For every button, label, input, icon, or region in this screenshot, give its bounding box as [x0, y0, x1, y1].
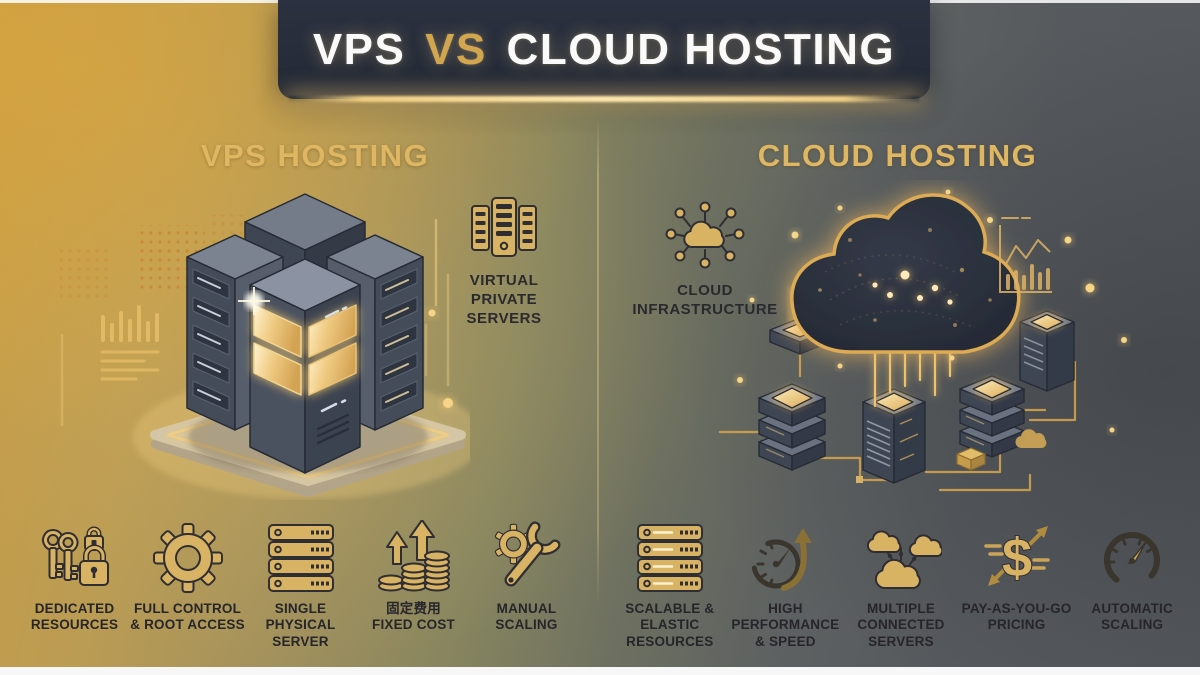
dollar-arrows-icon: $: [983, 526, 1050, 589]
server-rack-icon: [267, 524, 334, 592]
title-vps: VPS: [312, 24, 406, 74]
feature-label: SCALABLE & ELASTIC RESOURCES: [625, 601, 715, 649]
feature-scalable-resources: SCALABLE & ELASTIC RESOURCES: [612, 510, 728, 650]
feature-automatic-scaling: AUTOMATIC SCALING: [1074, 510, 1190, 650]
banner-underline-glow: [288, 96, 920, 102]
feature-label: DEDICATED RESOURCES: [30, 601, 119, 633]
coins-growth-icon: [377, 520, 450, 592]
cloud-infrastructure-illustration: [718, 189, 1127, 492]
feature-dedicated-resources: DEDICATED RESOURCES: [18, 510, 131, 650]
vps-server-illustration: [60, 193, 470, 499]
glint-star: [238, 287, 270, 315]
feature-manual-scaling: MANUAL SCALING: [470, 510, 583, 650]
feature-connected-servers: MULTIPLE CONNECTED SERVERS: [843, 510, 959, 650]
cloud-texture: [818, 228, 992, 329]
gauge-icon: [1104, 532, 1161, 588]
server-tower-center: [249, 258, 361, 474]
gold-cube: [956, 447, 986, 471]
feature-label: 固定费用 FIXED COST: [372, 601, 456, 633]
page-title: VPS VS CLOUD HOSTING: [313, 25, 895, 75]
mini-bar-chart-decoration: [101, 305, 159, 342]
cloud-callout: CLOUD INFRASTRUCTURE: [630, 196, 780, 320]
gold-cloud-small: [1015, 429, 1047, 449]
text-lines-decoration: [100, 350, 160, 381]
speedometer-arrow-icon: [751, 528, 813, 591]
title-banner: VPS VS CLOUD HOSTING: [278, 0, 930, 99]
server-rack-icon: [636, 524, 703, 592]
connected-clouds-icon: [866, 530, 942, 589]
server-stack-right: [959, 375, 1025, 458]
title-vs: VS: [425, 24, 487, 74]
chart-decoration: [999, 217, 1052, 293]
feature-label: HIGH PERFORMANCE & SPEED: [731, 601, 840, 649]
feature-label: FULL CONTROL & ROOT ACCESS: [130, 601, 245, 633]
section-divider: [597, 118, 599, 604]
dollar-glyph: $: [1002, 528, 1032, 588]
cloud-section-title: CLOUD HOSTING: [757, 138, 1038, 173]
server-stack-left: [758, 383, 826, 471]
feature-payg-pricing: $ PAY-AS-YOU-GO PRICING: [959, 510, 1075, 650]
feature-label: MANUAL SCALING: [495, 601, 558, 633]
feature-label: SINGLE PHYSICAL SERVER: [265, 601, 336, 649]
vps-servers-icon: [471, 197, 537, 257]
title-cloud-hosting: CLOUD HOSTING: [506, 24, 896, 74]
server-tower-tall-right: [1019, 310, 1075, 392]
vps-feature-row: DEDICATED RESOURCES: [18, 510, 583, 650]
glow-dots: [737, 189, 1127, 433]
vps-callout: VIRTUAL PRIVATE SERVERS: [448, 192, 560, 328]
cloud-feature-row: SCALABLE & ELASTIC RESOURCES HIGH P: [612, 510, 1190, 650]
gear-icon: [152, 523, 223, 593]
feature-label: PAY-AS-YOU-GO PRICING: [961, 601, 1072, 633]
feature-high-performance: HIGH PERFORMANCE & SPEED: [728, 510, 844, 650]
gear-wrench-icon: [494, 521, 560, 587]
feature-label: AUTOMATIC SCALING: [1091, 601, 1173, 633]
bottom-edge-strip: [0, 667, 1200, 675]
server-tower-tall-center: [862, 388, 926, 484]
cloud-callout-label: CLOUD INFRASTRUCTURE: [632, 282, 778, 318]
vps-callout-label: VIRTUAL PRIVATE SERVERS: [466, 272, 542, 327]
feature-fixed-cost: 固定费用 FIXED COST: [357, 510, 470, 650]
keys-padlock-icon: [41, 526, 109, 586]
cloud-network-icon: [665, 201, 745, 269]
vps-section-title: VPS HOSTING: [200, 138, 430, 173]
feature-single-server: SINGLE PHYSICAL SERVER: [244, 510, 357, 650]
feature-label: MULTIPLE CONNECTED SERVERS: [857, 601, 945, 649]
feature-full-control: FULL CONTROL & ROOT ACCESS: [130, 510, 245, 650]
